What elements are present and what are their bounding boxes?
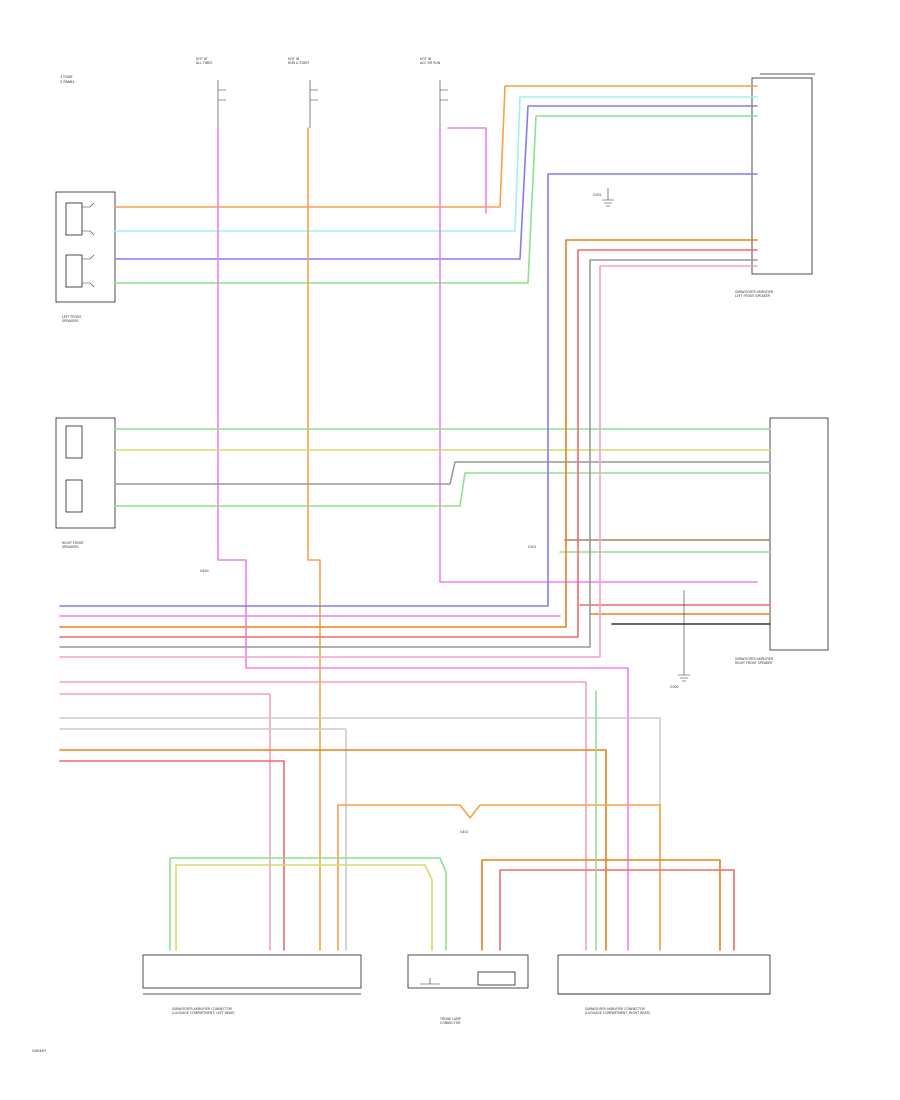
rear-connectors-block: SUBWOOFER AMPLIFIER CONNECTOR(LUGGAGE CO… — [142, 954, 771, 1025]
rear-left-conn-label: SUBWOOFER AMPLIFIER CONNECTOR(LUGGAGE CO… — [172, 1007, 235, 1015]
ground-g401: G401 — [460, 830, 469, 834]
wires-lower — [59, 681, 735, 951]
ground-g400: G400 — [200, 569, 209, 573]
diagram-id: G00497 — [32, 1049, 46, 1053]
rear-right-conn-label: SUBWOOFER AMPLIFIER CONNECTOR(LUGGAGE CO… — [585, 1007, 650, 1015]
fuse-feeds — [217, 127, 758, 951]
wires-top — [114, 85, 758, 284]
ground-g300: G300 — [670, 685, 679, 689]
wires-middle — [59, 173, 771, 658]
ground-g301: G301 — [528, 545, 537, 549]
fuse-note-left: 1 FUSE 2 PANEL — [60, 75, 75, 84]
ground-symbols: G302 G300 G301 G401 G400 — [200, 188, 690, 834]
ground-g302: G302 — [593, 193, 602, 197]
